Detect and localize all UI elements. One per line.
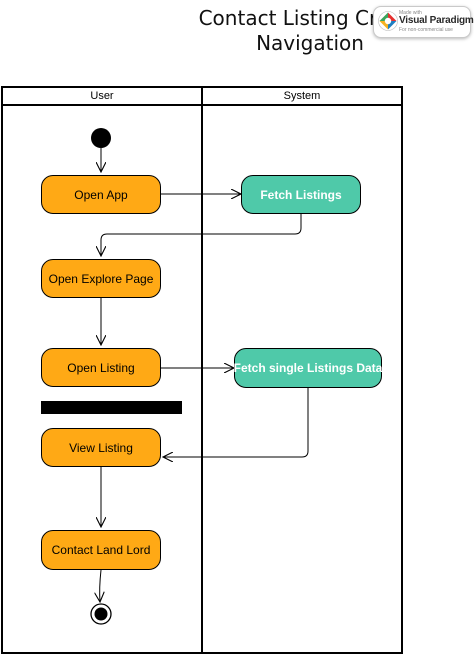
action-fetch-listings[interactable]: Fetch Listings <box>241 175 361 214</box>
diagram-title-line-2: Navigation <box>256 31 364 55</box>
edge-fetch-single-listings-data-to-view-listing <box>163 388 309 457</box>
badge-made-with: Made with <box>399 10 422 16</box>
visual-paradigm-badge: Made with Visual Paradigm For non-commer… <box>373 6 474 38</box>
action-open-listing[interactable]: Open Listing <box>41 348 161 387</box>
action-view-listing[interactable]: View Listing <box>41 428 161 467</box>
visual-paradigm-logo-icon <box>378 11 398 31</box>
lane-header-system: System <box>283 90 321 102</box>
start-node <box>91 128 111 148</box>
edge-fetch-listings-to-open-explore-page <box>101 214 302 256</box>
action-open-app[interactable]: Open App <box>41 175 161 214</box>
action-fetch-single-listings-data[interactable]: Fetch single Listings Data <box>234 348 382 388</box>
lane-header-user: User <box>90 90 114 102</box>
synchronization-bar[interactable] <box>41 401 182 414</box>
badge-brand: Visual Paradigm <box>399 15 474 26</box>
action-open-explore-page[interactable]: Open Explore Page <box>41 259 161 298</box>
badge-note: For non-commercial use <box>399 27 453 33</box>
edge-contact-land-lord-to-end <box>100 569 101 602</box>
action-contact-land-lord[interactable]: Contact Land Lord <box>41 530 161 570</box>
end-node-core <box>94 607 108 621</box>
